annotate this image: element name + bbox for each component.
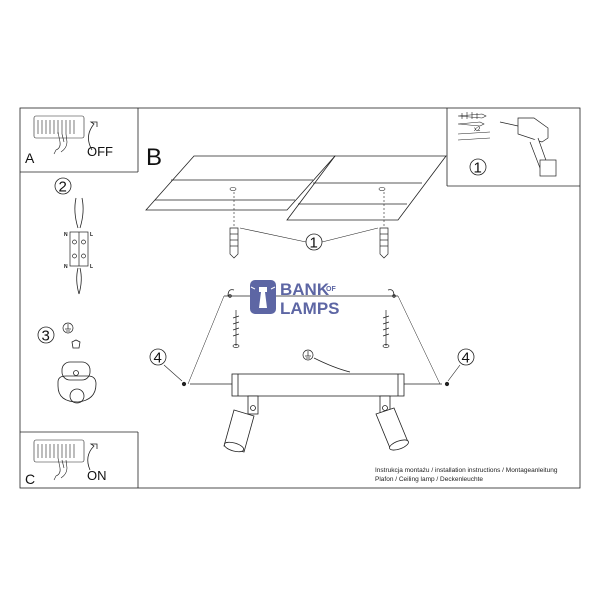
lighthouse-icon: [250, 280, 276, 314]
drill-icon: [499, 117, 557, 177]
panel-c: C ON: [25, 439, 107, 487]
step-2-label: 2: [59, 179, 67, 196]
wire-n-bottom: N: [64, 264, 68, 270]
panel-frame: [19, 107, 581, 489]
wire-n-top: N: [64, 232, 68, 238]
terminal-block: [69, 231, 89, 267]
step-3-ground: 3: [37, 322, 97, 404]
wire-l-top: L: [90, 232, 93, 238]
ceiling-panels: [145, 155, 447, 221]
ground-icon: [62, 322, 74, 334]
step-4-leaders: [163, 364, 461, 382]
wire-l-bottom: L: [90, 264, 93, 270]
watermark-of: OF: [326, 286, 336, 293]
screw-icon: [232, 310, 390, 348]
rotate-arrow-icon: [87, 443, 98, 471]
panel-c-letter: C: [25, 471, 35, 487]
panel-a: A OFF: [25, 115, 113, 166]
panel-c-state: ON: [87, 468, 107, 483]
hand-icon: [53, 131, 68, 155]
watermark-line1: BANK: [280, 280, 330, 299]
step-1-label: 1: [310, 235, 318, 252]
caption-line-1: Instrukcja montażu / installation instru…: [375, 467, 558, 474]
watermark-logo: BANK OF LAMPS: [250, 280, 340, 318]
watermark-line2: LAMPS: [280, 299, 340, 318]
step-4-label-left: 4: [154, 350, 162, 367]
screw-icon: [457, 131, 491, 141]
switch-icon: [33, 439, 85, 463]
step-3-label: 3: [42, 328, 50, 345]
wall-plug-icon: [457, 112, 487, 127]
side-screws: [181, 381, 450, 387]
quantity-label: x2: [474, 127, 481, 133]
step-1-leader-lines: [239, 227, 379, 243]
lamp-base: [190, 373, 442, 397]
ground-clamp: [57, 339, 97, 404]
step-4-label-right: 4: [462, 350, 470, 367]
tools-step-1-label: 1: [474, 160, 482, 177]
panel-b-letter: B: [146, 144, 162, 171]
switch-icon: [33, 115, 85, 139]
spotlight-left: [223, 395, 259, 453]
spotlight-right: [375, 395, 409, 451]
panel-a-letter: A: [25, 150, 35, 166]
projection-lines: [187, 295, 441, 385]
caption-line-2: Plafon / Ceiling lamp / Deckenleuchte: [375, 476, 483, 483]
step-2-wiring: 2 N L N L: [54, 177, 93, 295]
panel-a-state: OFF: [87, 144, 113, 159]
drill-guides: [233, 192, 385, 226]
tools-panel: x2 1: [457, 112, 557, 177]
ceiling-holes: [229, 187, 386, 191]
hand-icon: [53, 457, 68, 481]
wall-plug-icon: [229, 227, 389, 259]
ground-icon: [302, 349, 351, 373]
rotate-arrow-icon: [88, 121, 98, 151]
